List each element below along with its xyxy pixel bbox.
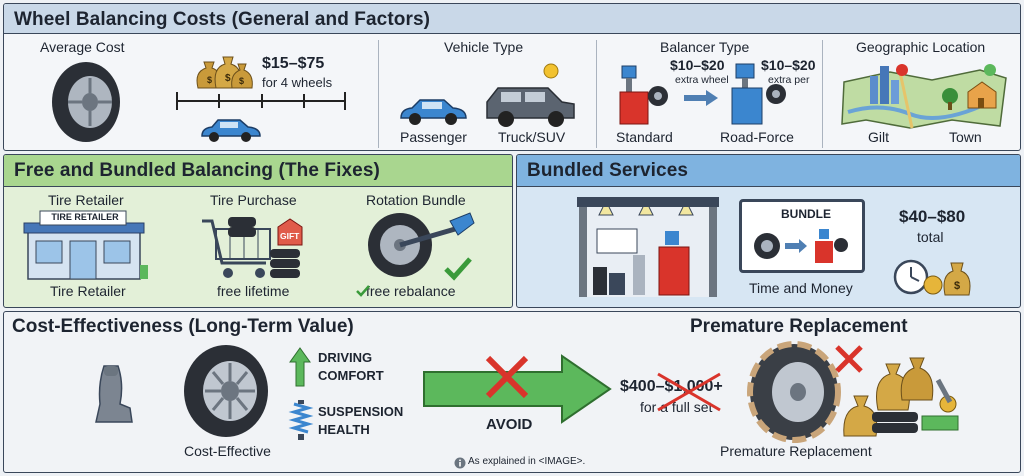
balancer-type-label: Balancer Type [660, 39, 750, 55]
bundle-price-sub: total [917, 229, 944, 245]
standard-label: Standard [616, 129, 673, 145]
general-factors-panel: Wheel Balancing Costs (General and Facto… [3, 3, 1021, 151]
driving-comfort-line2: COMFORT [318, 368, 384, 383]
truck-suv-label: Truck/SUV [498, 129, 566, 145]
svg-text:$: $ [239, 76, 244, 86]
checkmark-icon [356, 285, 370, 297]
tire-icon [184, 345, 268, 437]
avoid-arrow-icon [423, 354, 612, 424]
suspension-spring-icon [288, 400, 314, 440]
bundle-screen-title: BUNDLE [781, 207, 831, 221]
town-label: Town [949, 129, 982, 145]
road-force-price-sub: extra per [768, 74, 810, 86]
divider [596, 40, 597, 148]
tire-icon [52, 62, 120, 142]
divider [378, 40, 379, 148]
car-seat-icon [95, 365, 133, 423]
free-bundled-title: Free and Bundled Balancing (The Fixes) [4, 155, 512, 187]
clock-money-icon: $ [893, 259, 971, 296]
cost-effectiveness-panel: Cost-Effectiveness (Long-Term Value) Cos… [3, 311, 1021, 473]
cost-effective-caption: Cost-Effective [184, 443, 271, 459]
road-force-balancer-icon [731, 63, 786, 125]
gift-tag: GIFT [280, 231, 300, 241]
cost-range-scale [176, 92, 346, 110]
worn-tire-icon [747, 341, 841, 443]
bundled-services-title: Bundled Services [517, 155, 1020, 187]
replacement-price-sub: for a full set [640, 399, 713, 415]
standard-balancer-icon [619, 65, 668, 125]
bundle-price: $40–$80 [899, 207, 966, 226]
average-cost-sub: for 4 wheels [262, 75, 333, 90]
driving-comfort-line1: DRIVING [318, 350, 373, 365]
passenger-car-icon [400, 99, 467, 125]
upgrade-arrow-icon [684, 90, 718, 106]
geographic-location-label: Geographic Location [856, 39, 986, 55]
city-label: Gilt [868, 129, 889, 145]
cost-effectiveness-title: Cost-Effectiveness (Long-Term Value) [12, 316, 354, 337]
bundled-services-panel: Bundled Services BUNDLE Time and Money $… [516, 154, 1021, 308]
red-x-icon [835, 345, 863, 373]
strikethrough-x-icon [657, 372, 721, 412]
passenger-label: Passenger [400, 129, 467, 145]
vehicle-type-label: Vehicle Type [444, 39, 524, 55]
tire-purchase-label: Tire Purchase [210, 192, 297, 208]
premature-replacement-caption: Premature Replacement [720, 443, 872, 459]
premature-replacement-title: Premature Replacement [690, 316, 908, 337]
avoid-label: AVOID [486, 416, 533, 433]
average-cost-label: Average Cost [40, 39, 125, 55]
standard-price-sub: extra wheel [675, 74, 729, 86]
service-garage-icon [577, 197, 719, 297]
info-icon [454, 457, 466, 469]
rotation-bundle-caption: free rebalance [366, 283, 456, 299]
suv-icon [486, 87, 575, 127]
general-factors-title: Wheel Balancing Costs (General and Facto… [4, 4, 1020, 34]
time-and-money-caption: Time and Money [749, 280, 853, 296]
bundle-flow-icon [754, 229, 848, 263]
svg-text:$: $ [207, 75, 212, 85]
shopping-cart-icon [202, 217, 303, 278]
money-bags-icon: $ $ $ [196, 56, 253, 89]
replacement-price: $400–$1,000+ [620, 378, 723, 395]
rotation-bundle-label: Rotation Bundle [366, 192, 466, 208]
car-icon [201, 119, 261, 142]
svg-text:$: $ [954, 280, 960, 292]
tire-purchase-caption: free lifetime [217, 283, 290, 299]
sun-icon [543, 63, 559, 79]
tire-retailer-sign: TIRE RETAILER [51, 212, 119, 222]
free-bundled-panel: Free and Bundled Balancing (The Fixes) T… [3, 154, 513, 308]
svg-text:$: $ [225, 73, 231, 84]
rotation-tool-icon [368, 212, 475, 281]
suspension-health-line2: HEALTH [318, 422, 370, 437]
suspension-health-line1: SUSPENSION [318, 404, 404, 419]
standard-price: $10–$20 [670, 57, 725, 73]
tire-retailer-label: Tire Retailer [48, 192, 124, 208]
up-arrow-icon [289, 347, 311, 387]
road-force-label: Road-Force [720, 129, 794, 145]
road-force-price: $10–$20 [761, 57, 816, 73]
footer-caption: As explained in <IMAGE>. [468, 456, 586, 467]
average-cost-price: $15–$75 [262, 55, 325, 72]
map-icon [841, 64, 1007, 129]
money-pile-icon [843, 357, 959, 437]
tire-retailer-store-icon [23, 210, 148, 280]
tire-retailer-caption: Tire Retailer [50, 283, 126, 299]
divider [822, 40, 823, 148]
